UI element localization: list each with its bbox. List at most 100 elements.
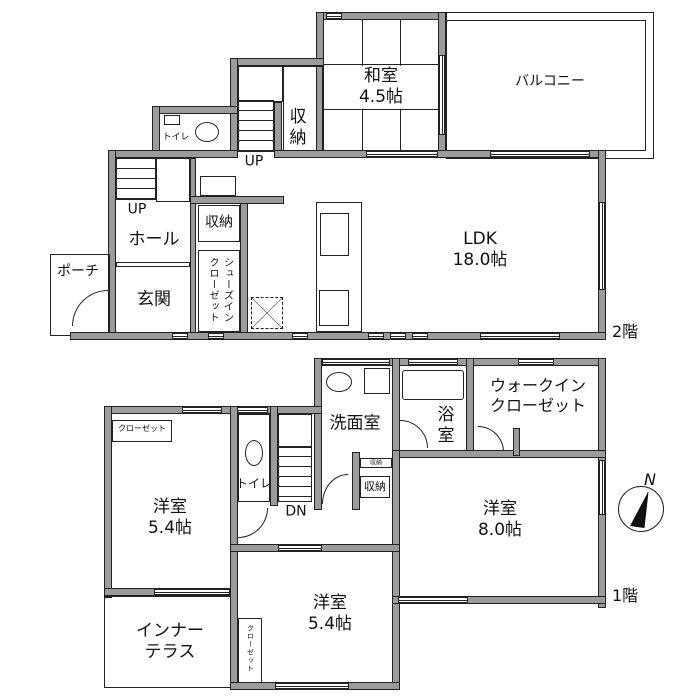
- stair-landing: [156, 158, 190, 202]
- wall: [152, 106, 160, 156]
- wall: [392, 450, 400, 690]
- kitchen-counter: [316, 202, 362, 332]
- room-size: 8.0帖: [477, 520, 523, 540]
- stairs-dn-label: DN: [285, 503, 307, 520]
- staircase-up-hall[interactable]: [116, 158, 156, 200]
- bath-door[interactable]: [400, 420, 428, 448]
- stove: [319, 290, 349, 326]
- room-name: 納: [289, 128, 307, 148]
- room-name: 洋室: [152, 496, 187, 517]
- staircase-up[interactable]: [238, 100, 274, 152]
- toilet-bowl: [195, 122, 219, 142]
- wall: [513, 428, 520, 456]
- wall: [466, 358, 474, 458]
- wall: [70, 332, 606, 340]
- storage-small-box: [360, 458, 392, 468]
- room-name: 室: [437, 426, 455, 446]
- bathtub: [402, 370, 464, 400]
- window: [326, 13, 342, 19]
- room-size: 4.5帖: [358, 87, 404, 107]
- room-name: シューズイン: [221, 257, 233, 323]
- tatami-line: [324, 109, 438, 110]
- room-label-inner-terrace: インナーテラス: [136, 621, 204, 664]
- stairs-up-label: UP: [244, 153, 264, 170]
- window: [368, 333, 384, 339]
- hall-entrance-step: [116, 262, 190, 267]
- compass: [618, 486, 664, 532]
- room-name: 洋室: [482, 498, 517, 519]
- window: [480, 333, 560, 339]
- room-label-shoes-closet: シューズイン クローゼット: [206, 257, 233, 323]
- window: [599, 202, 605, 290]
- room-label-entrance: 玄関: [137, 289, 171, 310]
- closet-label: クローゼット: [246, 624, 255, 673]
- washbasin: [326, 372, 352, 392]
- room-label-walkin: ウォークインクローゼット: [490, 376, 586, 416]
- wall: [152, 106, 238, 114]
- room-label-porch: ポーチ: [57, 263, 99, 280]
- room-label-hall: ホール: [128, 229, 180, 250]
- wall: [240, 196, 248, 335]
- tatami-line: [324, 64, 438, 65]
- room-name: 浴: [437, 404, 455, 425]
- wall: [392, 358, 400, 458]
- window: [278, 545, 322, 551]
- room-label-balcony: バルコニー: [515, 73, 585, 90]
- walkin-door[interactable]: [478, 426, 504, 452]
- window: [275, 683, 349, 689]
- void-hatch: [251, 297, 283, 329]
- closet-center-label: クローゼット: [246, 624, 255, 678]
- window: [322, 359, 390, 365]
- window: [398, 597, 468, 603]
- sink: [164, 115, 180, 125]
- wall: [392, 450, 606, 458]
- floor-label-2f: 2階: [612, 322, 639, 341]
- window: [236, 407, 268, 413]
- window: [408, 359, 458, 365]
- room-label-storage: 収納: [364, 480, 386, 494]
- window: [172, 333, 188, 339]
- toilet-door[interactable]: [238, 508, 268, 538]
- room-label-storage-top: 収納: [290, 107, 307, 150]
- washroom-door[interactable]: [322, 474, 348, 504]
- kitchen-sink: [320, 213, 349, 256]
- wall: [190, 196, 284, 204]
- staircase-down[interactable]: [278, 446, 312, 502]
- shoes-closet-box: [198, 250, 240, 332]
- toilet-bowl: [245, 440, 263, 466]
- window: [154, 589, 230, 595]
- room-size: 5.4帖: [307, 614, 353, 634]
- wall: [314, 358, 322, 510]
- room-name: 和室: [363, 65, 398, 86]
- wall: [104, 406, 112, 598]
- wall: [392, 596, 606, 604]
- wall: [236, 58, 324, 66]
- window: [208, 333, 224, 339]
- stair-landing: [238, 66, 283, 102]
- closet-left-box: [112, 420, 172, 442]
- window: [518, 359, 554, 365]
- floor-label-1f: 1階: [612, 586, 639, 605]
- closet-label: クローゼット: [118, 424, 166, 433]
- storage-box: [360, 476, 390, 498]
- window: [490, 151, 590, 157]
- toilet-1f-box: [238, 414, 270, 502]
- window: [599, 460, 605, 515]
- compass-needle-icon: [630, 491, 649, 529]
- compass-north-label: N: [644, 470, 656, 489]
- wall: [108, 150, 238, 158]
- storage-door[interactable]: [200, 176, 236, 196]
- washing-machine: [364, 368, 390, 394]
- window: [182, 407, 222, 413]
- room-name: テラス: [144, 642, 196, 662]
- wall: [190, 158, 196, 335]
- room-label-storage-mid: 収納: [205, 214, 233, 231]
- room-label-washroom: 洗面室: [329, 413, 381, 434]
- room-size: 5.4帖: [147, 518, 193, 538]
